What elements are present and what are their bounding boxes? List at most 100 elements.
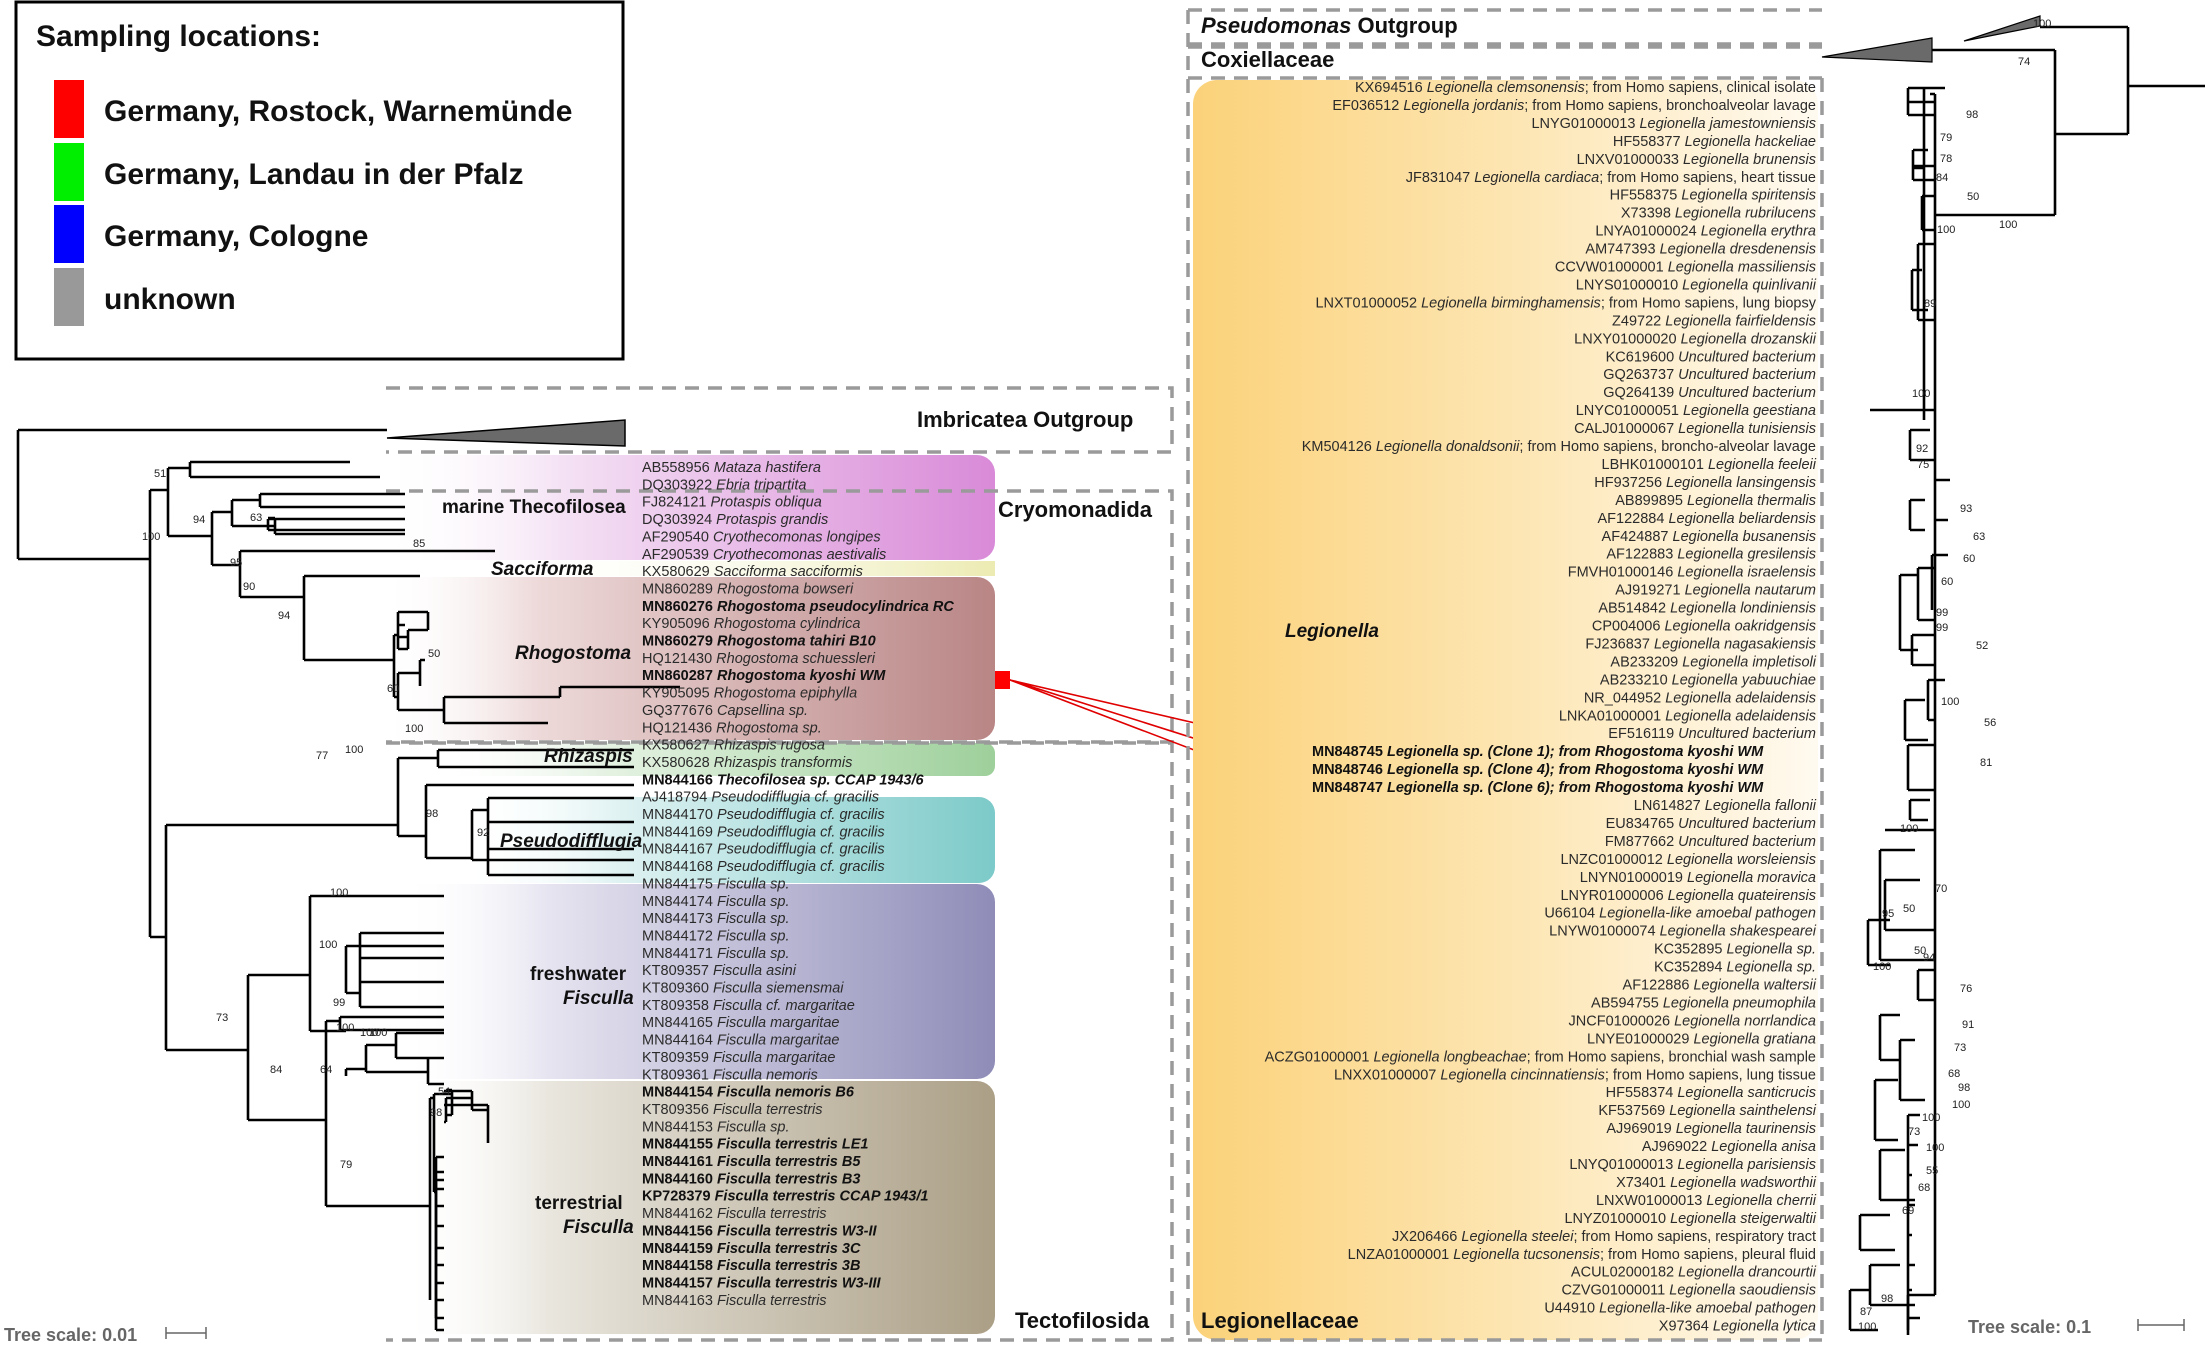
support-value: 63 xyxy=(1973,531,1985,543)
support-value: 50 xyxy=(428,648,440,660)
support-value: 95 xyxy=(230,557,242,569)
tip-taxon-name: Fisculla sp. xyxy=(717,1119,790,1135)
left-tip-lines xyxy=(434,1155,444,1332)
tip-taxon-name: Rhogostoma schuessleri xyxy=(716,651,876,667)
support-value: 100 xyxy=(1922,1112,1940,1124)
legend-label-cologne: Germany, Cologne xyxy=(104,220,369,253)
support-value: 74 xyxy=(2018,56,2030,68)
legend-swatch-landau xyxy=(54,143,84,201)
legend-swatch-unknown xyxy=(54,268,84,326)
support-value: 60 xyxy=(1941,576,1953,588)
support-value: 92 xyxy=(1916,443,1928,455)
left-tip-label: MN844173 Fisculla sp. xyxy=(642,911,790,927)
clade-label-marine: marine Thecofilosea xyxy=(442,497,626,518)
rhogostoma-kyoshi-marker xyxy=(995,671,1010,689)
support-value: 64 xyxy=(320,1064,332,1076)
support-value: 100 xyxy=(2033,18,2051,30)
support-value: 70 xyxy=(1935,883,1947,895)
tip-taxon-name: Rhogostoma sp. xyxy=(716,720,822,736)
left-scale-label: Tree scale: 0.01 xyxy=(4,1325,137,1345)
support-value: 50 xyxy=(1967,191,1979,203)
left-tip-label: MN844156 Fisculla terrestris W3-II xyxy=(642,1223,877,1239)
tip-taxon-name: Fisculla margaritae xyxy=(717,1033,840,1049)
left-tip-label: KT809358 Fisculla cf. margaritae xyxy=(642,998,855,1014)
right-tip-label: LNKA01000001 Legionella adelaidensis xyxy=(1559,708,1816,724)
tip-taxon-name: Pseudodifflugia cf. gracilis xyxy=(717,842,885,858)
right-tip-label: CCVW01000001 Legionella massiliensis xyxy=(1555,260,1816,276)
tip-accession: KX580627 xyxy=(642,738,714,754)
legionella-clade-box xyxy=(1193,80,1818,1340)
left-backbone xyxy=(16,428,680,1320)
left-tip-label: MN844153 Fisculla sp. xyxy=(642,1119,790,1135)
right-tip-stubs xyxy=(1906,1113,1920,1330)
clade-label-pseudodifflugia: Pseudodifflugia xyxy=(500,831,643,852)
left-tree-branches xyxy=(16,419,680,1332)
left-tip-label: MN860289 Rhogostoma bowseri xyxy=(642,582,854,598)
right-tip-label: AB899895 Legionella thermalis xyxy=(1615,493,1816,509)
right-tip-label: LNYS01000010 Legionella quinlivanii xyxy=(1576,277,1817,293)
tip-accession: KX580629 xyxy=(642,564,714,580)
left-tip-label: KT809360 Fisculla siemensmai xyxy=(642,981,844,997)
tip-taxon-name: Thecofilosea sp. CCAP 1943/6 xyxy=(717,772,925,788)
legend-label-landau: Germany, Landau in der Pfalz xyxy=(104,158,524,191)
right-tip-label: ACZG01000001 Legionella longbeachae; fro… xyxy=(1265,1049,1816,1065)
legionella-clone-label: MN848746 Legionella sp. (Clone 4); from … xyxy=(1312,762,1764,778)
left-tip-label: MN844175 Fisculla sp. xyxy=(642,876,790,892)
legend-frame xyxy=(14,0,625,361)
right-tip-label: LNYE01000029 Legionella gratiana xyxy=(1587,1031,1816,1047)
support-value: 100 xyxy=(345,744,363,756)
support-value: 98 xyxy=(426,808,438,820)
right-tip-label: LNYZ01000010 Legionella steigerwaltii xyxy=(1564,1211,1816,1227)
support-value: 100 xyxy=(1999,219,2017,231)
left-tip-label: KY905095 Rhogostoma epiphylla xyxy=(642,686,857,702)
right-tip-label: AB233209 Legionella impletisoli xyxy=(1610,654,1816,670)
tip-accession: KY905095 xyxy=(642,686,714,702)
clade-label-freshwater-fisculla: Fisculla xyxy=(563,988,634,1009)
support-value: 85 xyxy=(413,538,425,550)
support-value: 79 xyxy=(1940,132,1952,144)
right-tip-label: CALJ01000067 Legionella tunisiensis xyxy=(1574,421,1816,437)
imbricatea-outgroup-label: Imbricatea Outgroup xyxy=(917,407,1133,432)
support-value: 100 xyxy=(142,531,160,543)
left-scale-bar xyxy=(165,1327,207,1339)
tip-accession: HQ121430 xyxy=(642,651,716,667)
right-tip-label: JNCF01000026 Legionella norrlandica xyxy=(1569,1013,1816,1029)
pseudomonas-collapsed-clade xyxy=(1963,15,2041,42)
left-support-values: 5110094959094638550601001007798921001007… xyxy=(142,468,489,1171)
support-value: 78 xyxy=(1940,153,1952,165)
tip-accession: AJ418794 xyxy=(642,790,711,806)
left-tip-label: AJ418794 Pseudodifflugia cf. gracilis xyxy=(642,790,879,806)
right-scale-bar xyxy=(2137,1319,2185,1331)
clade-box-rhogostoma xyxy=(380,577,995,740)
support-value: 60 xyxy=(1963,553,1975,565)
right-tip-label: X73398 Legionella rubrilucens xyxy=(1621,206,1816,222)
left-group-frames: Imbricatea Outgroup Cryomonadida Tectofi… xyxy=(386,386,1174,1342)
support-value: 100 xyxy=(319,939,337,951)
clade-label-terrestrial: terrestrial xyxy=(535,1193,623,1214)
support-value: 98 xyxy=(1881,1293,1893,1305)
right-scale-label: Tree scale: 0.1 xyxy=(1968,1317,2091,1337)
right-tip-label: KC352894 Legionella sp. xyxy=(1654,960,1816,976)
right-tip-label: KX694516 Legionella clemsonensis; from H… xyxy=(1355,80,1816,96)
right-tip-label: AB233210 Legionella yabuuchiae xyxy=(1600,672,1816,688)
legend-title: Sampling locations: xyxy=(36,20,321,53)
support-value: 76 xyxy=(1960,983,1972,995)
right-tip-label: CZVG01000011 Legionella saoudiensis xyxy=(1562,1283,1816,1299)
right-tip-label: AJ969022 Legionella anisa xyxy=(1642,1139,1816,1155)
left-tip-label: AF290540 Cryothecomonas longipes xyxy=(642,529,881,545)
support-value: 92 xyxy=(477,827,489,839)
tip-taxon-name: Capsellina sp. xyxy=(717,703,808,719)
clade-box-pseudodifflugia xyxy=(460,797,995,883)
tip-accession: DQ303922 xyxy=(642,477,716,493)
left-tip-label: MN844174 Fisculla sp. xyxy=(642,894,790,910)
right-tip-label: LN614827 Legionella fallonii xyxy=(1634,798,1817,814)
left-tip-label: MN844167 Pseudodifflugia cf. gracilis xyxy=(642,842,885,858)
cryomonadida-label: Cryomonadida xyxy=(998,497,1153,522)
support-value: 100 xyxy=(1873,961,1891,973)
support-value: 100 xyxy=(1858,1321,1876,1333)
imbricatea-frame xyxy=(386,386,1174,454)
right-tip-label: EF036512 Legionella jordanis; from Homo … xyxy=(1332,98,1816,114)
clade-label-sacciforma: Sacciforma xyxy=(491,559,594,580)
